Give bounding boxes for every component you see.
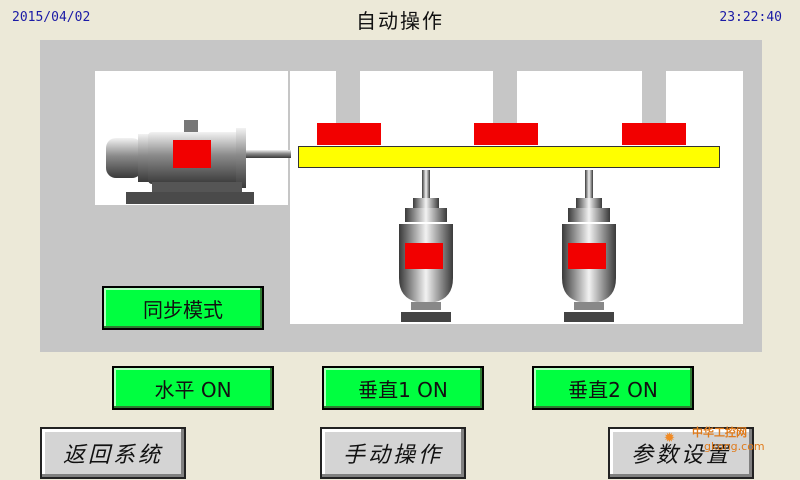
horizontal-beam: [298, 146, 720, 168]
vertical-motor-1-status-indicator: [405, 243, 443, 269]
vertical-1-on-button[interactable]: 垂直1 ON: [322, 366, 484, 410]
manual-operation-button[interactable]: 手动操作: [320, 427, 466, 479]
watermark-line1: 中华工控网: [692, 426, 747, 439]
sync-mode-button[interactable]: 同步模式: [102, 286, 264, 330]
beam-status-block: [474, 123, 538, 145]
machine-schematic-panel: 同步模式: [40, 40, 762, 352]
page-title: 自动操作: [356, 9, 444, 33]
horizontal-motor-status-indicator: [173, 140, 211, 168]
beam-hanger: [493, 71, 517, 123]
return-system-button[interactable]: 返回系统: [40, 427, 186, 479]
vertical-2-on-button[interactable]: 垂直2 ON: [532, 366, 694, 410]
machine-bay: [290, 71, 336, 324]
time-display: 23:22:40: [719, 10, 782, 25]
beam-hanger: [336, 71, 360, 123]
parameter-settings-button[interactable]: 参数设置: [608, 427, 754, 479]
beam-hanger: [642, 71, 666, 123]
beam-status-block: [622, 123, 686, 145]
gear-icon: ✹: [664, 426, 675, 447]
beam-status-block: [317, 123, 381, 145]
date-display: 2015/04/02: [12, 10, 91, 25]
watermark-line2: gkong.com: [704, 440, 765, 453]
horizontal-on-button[interactable]: 水平 ON: [112, 366, 274, 410]
watermark: ✹ 中华工控网 gkong.com: [664, 420, 796, 460]
vertical-motor-2-status-indicator: [568, 243, 606, 269]
machine-bay: [666, 71, 743, 324]
